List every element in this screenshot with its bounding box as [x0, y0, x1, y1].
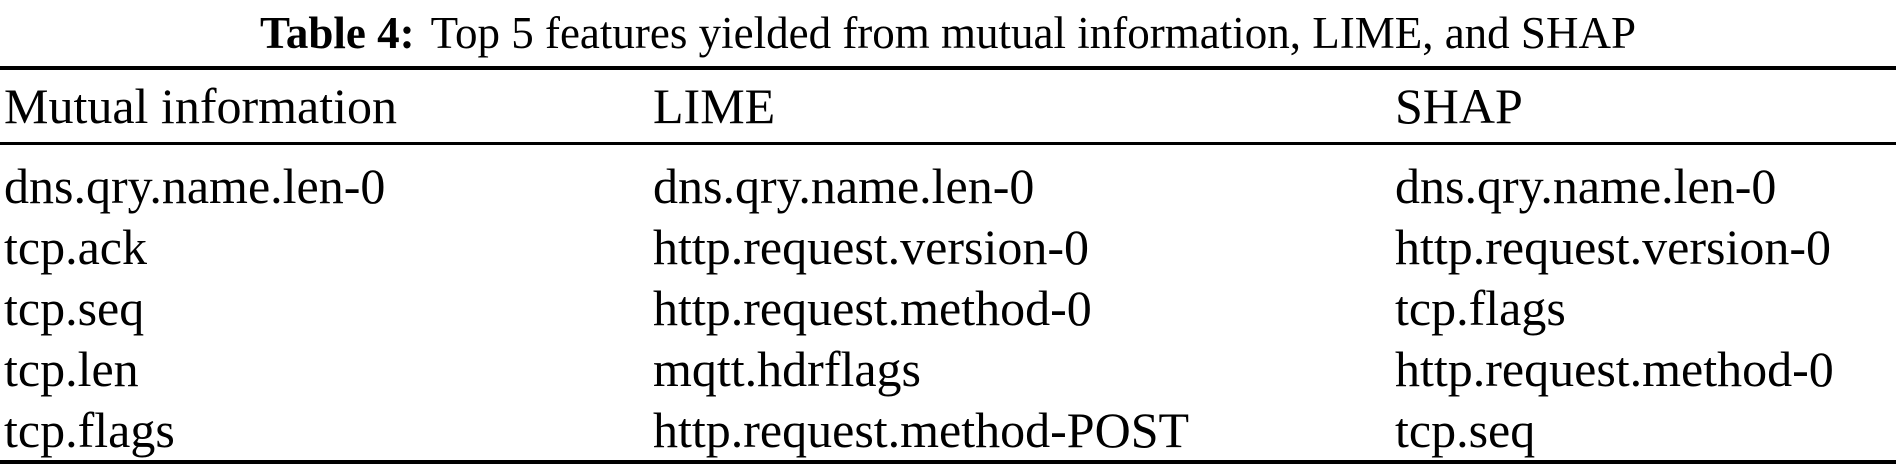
- table-cell: tcp.flags: [1395, 279, 1566, 336]
- table-cell: tcp.seq: [4, 279, 145, 336]
- table-cell: tcp.seq: [1395, 401, 1536, 458]
- table-top-rule: [0, 66, 1896, 70]
- table-mid-rule: [0, 142, 1896, 145]
- table-cell: http.request.method-0: [1395, 340, 1834, 397]
- table-row: tcp.seq http.request.method-0 tcp.flags: [0, 277, 1896, 338]
- column-header-mutual-information: Mutual information: [4, 78, 397, 134]
- table-cell: http.request.version-0: [1395, 218, 1832, 275]
- table-row: dns.qry.name.len-0 dns.qry.name.len-0 dn…: [0, 155, 1896, 216]
- table-cell: tcp.len: [4, 340, 139, 397]
- table-cell: tcp.flags: [4, 401, 175, 458]
- table-bottom-rule: [0, 460, 1896, 464]
- table-header-row: Mutual information LIME SHAP: [0, 70, 1896, 142]
- table-body: dns.qry.name.len-0 dns.qry.name.len-0 dn…: [0, 145, 1896, 460]
- table-cell: tcp.ack: [4, 218, 147, 275]
- table-cell: dns.qry.name.len-0: [1395, 157, 1777, 214]
- table-row: tcp.ack http.request.version-0 http.requ…: [0, 216, 1896, 277]
- table-cell: dns.qry.name.len-0: [4, 157, 386, 214]
- table-cell: http.request.method-POST: [653, 401, 1190, 458]
- table-caption-text: Top 5 features yielded from mutual infor…: [430, 8, 1636, 58]
- table-caption: Table 4: Top 5 features yielded from mut…: [0, 0, 1896, 66]
- column-header-shap: SHAP: [1395, 78, 1523, 134]
- table-cell: http.request.method-0: [653, 279, 1092, 336]
- table-caption-label: Table 4:: [260, 8, 415, 58]
- table-cell: http.request.version-0: [653, 218, 1090, 275]
- table-row: tcp.len mqtt.hdrflags http.request.metho…: [0, 338, 1896, 399]
- table-cell: dns.qry.name.len-0: [653, 157, 1035, 214]
- table-cell: mqtt.hdrflags: [653, 340, 922, 397]
- table-row: tcp.flags http.request.method-POST tcp.s…: [0, 399, 1896, 460]
- column-header-lime: LIME: [653, 78, 776, 134]
